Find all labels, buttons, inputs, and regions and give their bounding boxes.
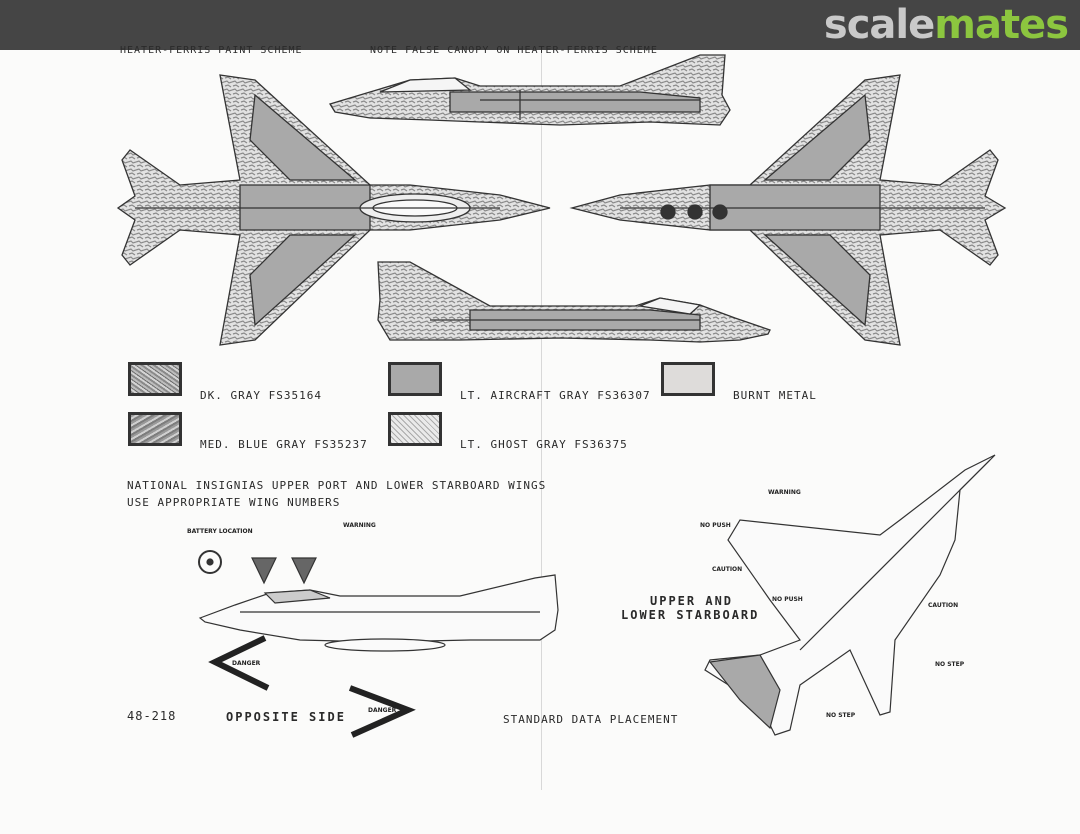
no-push-label-1: NO PUSH <box>700 522 731 529</box>
legend-label-lt-aircraft-gray: LT. AIRCRAFT GRAY FS36307 <box>460 389 651 402</box>
fold-line <box>541 50 542 790</box>
lower-starboard-label: LOWER STARBOARD <box>621 608 760 622</box>
battery-location-label: BATTERY LOCATION <box>187 528 253 535</box>
no-step-label-2: NO STEP <box>826 712 856 719</box>
opposite-side-label: OPPOSITE SIDE <box>226 710 346 724</box>
danger-label-1: DANGER <box>232 660 261 667</box>
top-view-left <box>116 74 551 346</box>
part-number: 48-218 <box>127 709 177 723</box>
side-view-top <box>328 54 731 126</box>
upper-and-label: UPPER AND <box>650 594 734 608</box>
swatch-lt-ghost-gray <box>388 412 442 446</box>
caution-label-1: CAUTION <box>712 566 743 573</box>
side-view-middle <box>377 261 771 343</box>
warning-label-left: WARNING <box>343 522 376 529</box>
standard-data-placement-label: STANDARD DATA PLACEMENT <box>503 713 679 726</box>
bottom-view-right <box>569 74 1007 346</box>
false-canopy-note: NOTE FALSE CANOPY ON HEATER-FERRIS SCHEM… <box>370 45 658 56</box>
legend-label-dk-gray: DK. GRAY FS35164 <box>200 389 322 402</box>
stencil-plan-view <box>704 454 996 736</box>
top-banner: scalemates <box>0 0 1080 50</box>
wing-numbers-note: USE APPROPRIATE WING NUMBERS <box>127 496 341 509</box>
no-push-label-2: NO PUSH <box>772 596 803 603</box>
stencil-side-view <box>198 550 559 738</box>
swatch-dk-gray <box>128 362 182 396</box>
danger-label-2: DANGER <box>368 707 397 714</box>
legend-label-lt-ghost-gray: LT. GHOST GRAY FS36375 <box>460 438 628 451</box>
legend-label-med-blue-gray: MED. BLUE GRAY FS35237 <box>200 438 368 451</box>
legend-label-burnt-metal: BURNT METAL <box>733 389 817 402</box>
swatch-burnt-metal <box>661 362 715 396</box>
swatch-med-blue-gray <box>128 412 182 446</box>
caution-label-2: CAUTION <box>928 602 959 609</box>
scheme-title: HEATER-FERRIS PAINT SCHEME <box>120 45 303 56</box>
swatch-lt-aircraft-gray <box>388 362 442 396</box>
warning-label-right: WARNING <box>768 489 801 496</box>
no-step-label-1: NO STEP <box>935 661 965 668</box>
scalemates-logo[interactable]: scalemates <box>823 2 1069 48</box>
insignia-note: NATIONAL INSIGNIAS UPPER PORT AND LOWER … <box>127 479 547 492</box>
